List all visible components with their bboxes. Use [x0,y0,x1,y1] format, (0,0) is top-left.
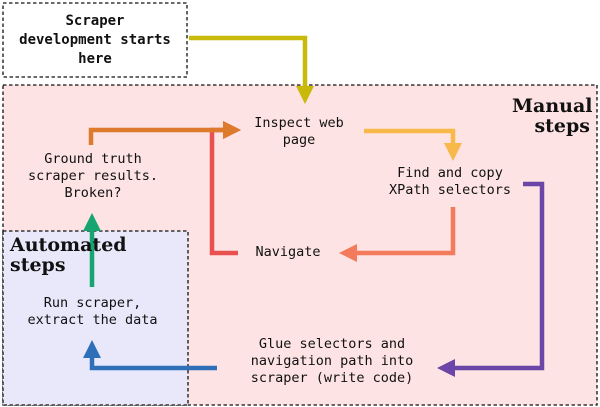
automated-steps-region [2,230,189,406]
start-box [2,2,188,78]
start-box-label: Scraper development starts here [19,13,171,67]
node-find-copy-xpath: Find and copy XPath selectors [389,165,511,198]
node-ground-truth: Ground truth scraper results. Broken? [27,151,159,201]
arrow-inspect-to-find [364,128,462,161]
manual-steps-title: Manual steps [512,95,593,137]
arrow-find-to-glue [437,181,545,377]
arrow-ground-truth-to-inspect [88,121,241,145]
arrow-find-to-navigate [339,207,456,262]
node-glue-selectors: Glue selectors and navigation path into … [250,336,414,386]
automated-steps-title: Automated steps [10,234,127,276]
node-run-scraper: Run scraper, extract the data [27,295,158,328]
node-navigate: Navigate [255,244,321,260]
arrow-glue-to-run [83,340,217,371]
arrow-start-to-inspect [189,35,314,104]
node-inspect-web-page: Inspect web page [254,115,344,148]
